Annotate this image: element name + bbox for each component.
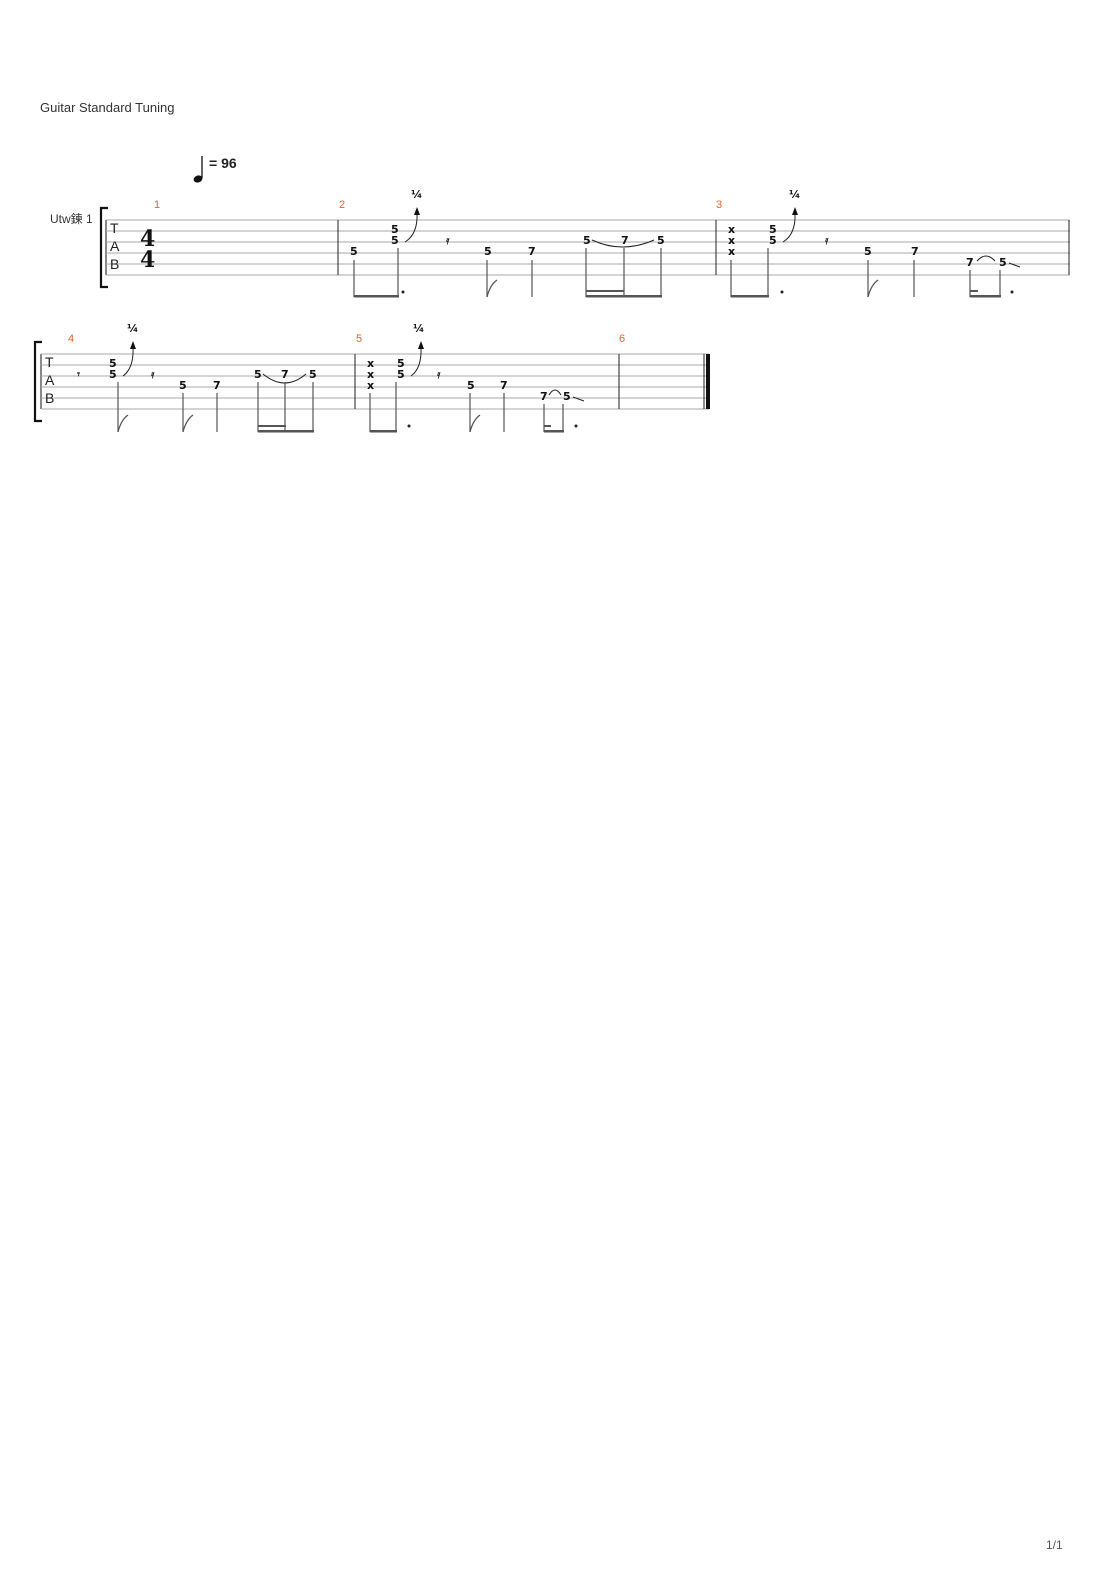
fret-number: 5 [769, 234, 777, 247]
rest-sixteenth-icon: 𝄿 [150, 368, 155, 381]
fret-number: 7 [528, 245, 536, 258]
staff-lines [106, 219, 1070, 276]
staff-lines [41, 353, 709, 410]
fret-number: 7 [500, 379, 508, 392]
dead-note: x [728, 234, 735, 247]
fret-number: 5 [397, 368, 405, 381]
dead-note: x [367, 379, 374, 392]
system-bracket [33, 340, 42, 423]
bend-arrow-icon [414, 207, 420, 215]
fret-number: 5 [864, 245, 872, 258]
tab-clef-b: B [110, 256, 119, 272]
fret-number: 5 [254, 368, 262, 381]
tab-score: T A B 4 4 1 2 3 5 5 5 ¼ 𝄿 5 7 5 7 5 [33, 188, 1070, 433]
bend-label: ¼ [789, 188, 800, 201]
page-number: 1/1 [1046, 1538, 1063, 1552]
time-sig-bottom: 4 [140, 247, 155, 273]
tab-clef-b: B [45, 390, 54, 406]
dead-note: x [367, 368, 374, 381]
measure-number: 1 [154, 199, 160, 211]
tab-clef-a: A [110, 238, 120, 254]
tempo-value: = 96 [209, 155, 237, 171]
tab-clef-t: T [110, 220, 119, 236]
measure-number: 2 [339, 199, 345, 211]
bend-curve [410, 346, 422, 377]
slide-out [1008, 262, 1021, 268]
bend-curve [782, 212, 796, 243]
time-sig-top: 4 [140, 226, 155, 252]
measure-number: 6 [619, 333, 625, 345]
fret-number: 5 [109, 357, 117, 370]
slur [976, 255, 996, 262]
fret-number: 7 [540, 390, 548, 403]
fret-number: 5 [583, 234, 591, 247]
fret-number: 5 [999, 256, 1007, 269]
fret-number: 5 [563, 390, 571, 403]
fret-number: 5 [350, 245, 358, 258]
fret-number: 5 [769, 223, 777, 236]
dead-note: x [367, 357, 374, 370]
tuning-label: Guitar Standard Tuning [40, 100, 175, 115]
fret-number: 5 [484, 245, 492, 258]
bend-curve [122, 346, 134, 377]
fret-number: 7 [621, 234, 629, 247]
bend-arrow-icon [130, 341, 136, 349]
rest-sixteenth-icon: 𝄿 [445, 234, 450, 247]
bend-label: ¼ [127, 322, 138, 335]
measure-number: 3 [716, 199, 722, 211]
fret-number: 5 [657, 234, 665, 247]
dead-note: x [728, 223, 735, 236]
bend-arrow-icon [792, 207, 798, 215]
slide-out [572, 396, 585, 402]
rest-sixteenth-icon: 𝄿 [824, 234, 829, 247]
fret-number: 5 [391, 234, 399, 247]
measure-number: 5 [356, 333, 362, 345]
system-bracket [99, 206, 108, 289]
bend-curve [404, 212, 418, 243]
bend-label: ¼ [411, 188, 422, 201]
quarter-note-icon [193, 156, 203, 183]
fret-number: 7 [911, 245, 919, 258]
fret-number: 7 [281, 368, 289, 381]
staff-system-2: T A B 4 5 6 𝄾 5 5 ¼ 𝄿 5 7 5 7 5 [33, 322, 710, 433]
slur [591, 239, 655, 248]
track-name: Utw鍊 1 [50, 212, 93, 226]
staff-system-1: T A B 4 4 1 2 3 5 5 5 ¼ 𝄿 5 7 5 7 5 [99, 188, 1070, 298]
fret-number: 5 [467, 379, 475, 392]
fret-number: 5 [179, 379, 187, 392]
final-barline [706, 354, 710, 409]
rest-eighth-icon: 𝄾 [76, 368, 80, 381]
fret-number: 7 [213, 379, 221, 392]
slur [548, 389, 562, 396]
fret-number: 5 [397, 357, 405, 370]
fret-number: 5 [391, 223, 399, 236]
bend-arrow-icon [418, 341, 424, 349]
dead-note: x [728, 245, 735, 258]
tab-clef-a: A [45, 372, 55, 388]
rest-sixteenth-icon: 𝄿 [436, 368, 441, 381]
bend-label: ¼ [413, 322, 424, 335]
fret-number: 5 [109, 368, 117, 381]
fret-number: 7 [966, 256, 974, 269]
fret-number: 5 [309, 368, 317, 381]
measure-number: 4 [68, 333, 74, 345]
tab-clef-t: T [45, 354, 54, 370]
